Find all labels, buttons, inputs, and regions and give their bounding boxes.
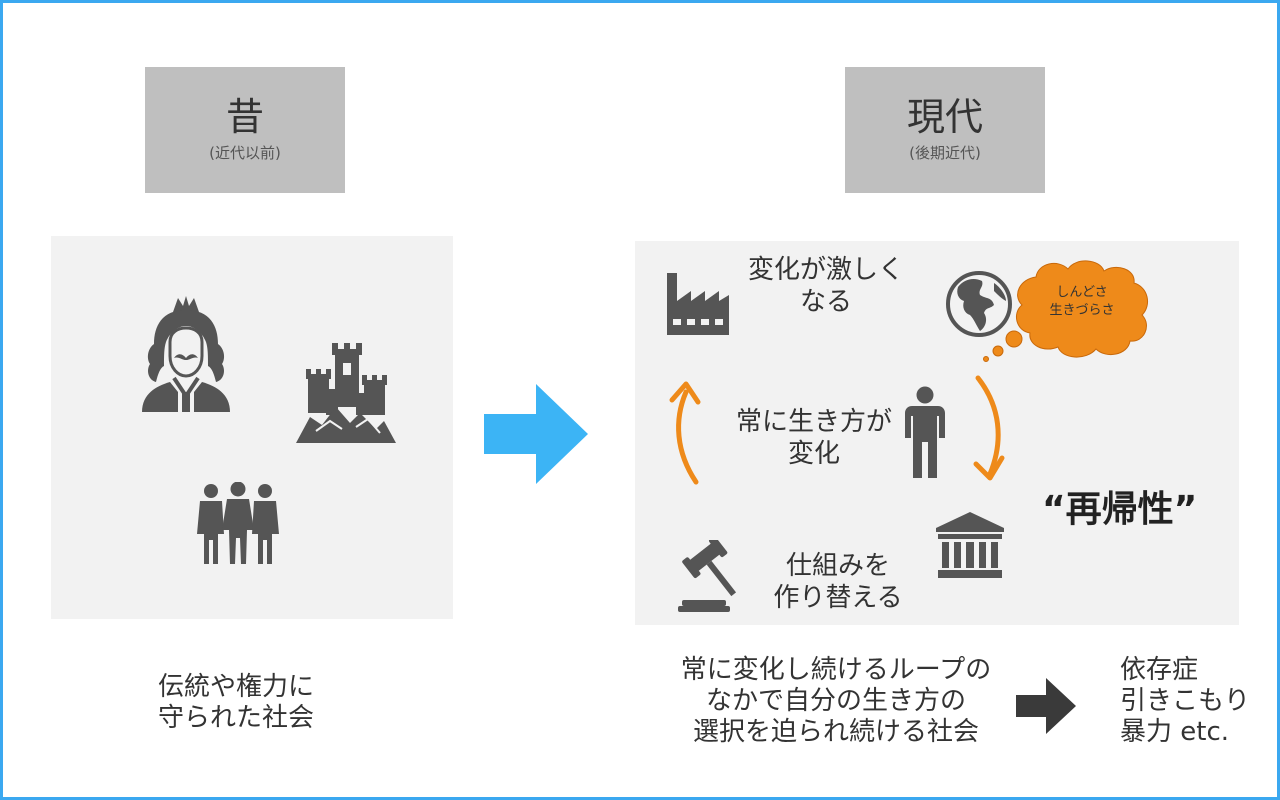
past-subtitle: (近代以前) — [209, 144, 281, 163]
factory-icon — [667, 271, 729, 335]
present-caption-line-2: なかで自分の生き方の — [705, 686, 966, 716]
transition-arrow — [484, 384, 588, 484]
castle-icon — [296, 337, 396, 443]
people-group-icon — [192, 482, 284, 564]
change-label: 変化が激しく なる — [732, 254, 920, 318]
bank-icon — [936, 512, 1004, 578]
globe-icon — [944, 269, 1014, 339]
present-header: 現代 (後期近代) — [845, 67, 1045, 193]
result-item-1: 依存症 — [1120, 655, 1199, 685]
life-change-label: 常に生き方が 変化 — [724, 406, 904, 470]
rebuild-label-line-1: 仕組みを — [785, 551, 890, 581]
rebuild-label: 仕組みを 作り替える — [758, 550, 918, 614]
past-caption-line-1: 伝統や権力に — [158, 672, 315, 702]
present-title: 現代 — [906, 94, 983, 139]
gavel-icon — [678, 540, 754, 612]
thought-bubble — [976, 255, 1166, 365]
rebuild-label-line-2: 作り替える — [773, 583, 903, 613]
past-header: 昔 (近代以前) — [145, 67, 345, 193]
person-icon — [904, 386, 946, 478]
past-caption-line-2: 守られた社会 — [158, 703, 315, 733]
result-item-2: 引きこもり — [1120, 686, 1251, 716]
result-arrow — [1016, 678, 1076, 734]
result-list: 依存症 引きこもり 暴力 etc. — [1120, 655, 1250, 748]
life-change-line-2: 変化 — [787, 439, 840, 469]
past-caption: 伝統や権力に 守られた社会 — [158, 672, 314, 734]
past-title: 昔 — [225, 94, 264, 139]
king-icon — [136, 292, 236, 416]
reflexive-label: “再帰性” — [1042, 489, 1198, 530]
present-subtitle: (後期近代) — [909, 144, 981, 163]
result-item-3: 暴力 etc. — [1120, 717, 1230, 747]
cycle-arrows — [660, 370, 1020, 500]
present-caption: 常に変化し続けるループの なかで自分の生き方の 選択を迫られ続ける社会 — [660, 655, 1012, 748]
present-caption-line-3: 選択を迫られ続ける社会 — [692, 717, 979, 747]
bubble-text-line-1: しんどさ — [1056, 285, 1108, 300]
change-label-line-2: なる — [799, 287, 852, 317]
life-change-line-1: 常に生き方が — [735, 407, 892, 437]
bubble-text-line-2: 生きづらさ — [1049, 303, 1115, 318]
bubble-text: しんどさ 生きづらさ — [1032, 284, 1132, 320]
present-caption-line-1: 常に変化し続けるループの — [680, 655, 992, 685]
change-label-line-1: 変化が激しく — [747, 255, 904, 285]
